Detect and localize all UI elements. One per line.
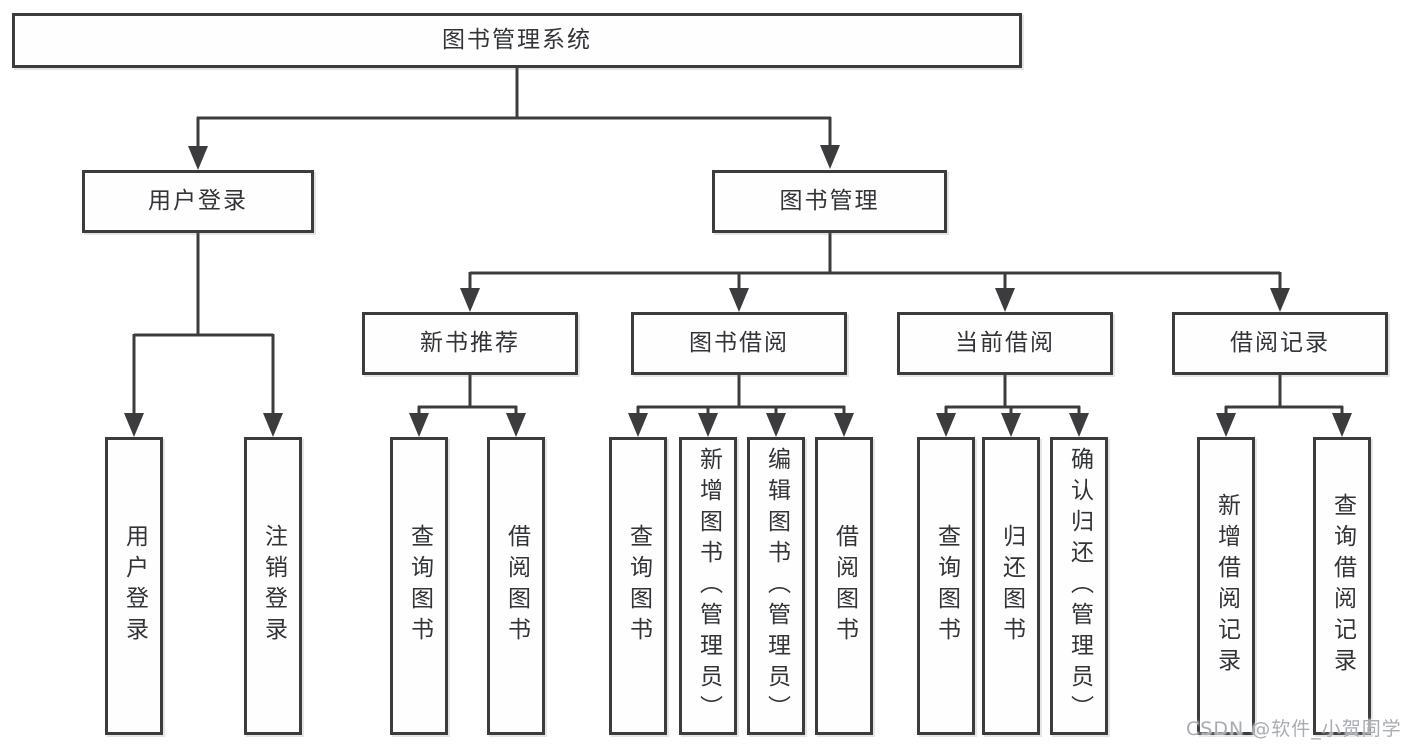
node-leaf-add-borrow-record-label: 新增借阅记录 (1213, 493, 1240, 679)
node-leaf-logout: 注销登录 (244, 437, 302, 735)
node-new-book-recommend-label: 新书推荐 (420, 330, 520, 356)
watermark: CSDN @软件_小贺同学 (1186, 718, 1402, 740)
node-current-borrow: 当前借阅 (897, 312, 1113, 375)
node-new-book-recommend: 新书推荐 (362, 312, 578, 375)
node-leaf-query-books-3-label: 查询图书 (933, 524, 960, 648)
node-current-borrow-label: 当前借阅 (955, 330, 1055, 356)
node-leaf-confirm-return-admin: 确认归还（管理员） (1050, 437, 1108, 735)
node-leaf-query-books-3: 查询图书 (917, 437, 975, 735)
node-leaf-user-login-label: 用户登录 (121, 524, 148, 648)
node-leaf-query-borrow-record-label: 查询借阅记录 (1329, 493, 1356, 679)
node-leaf-add-book-admin: 新增图书（管理员） (679, 437, 737, 735)
node-root-label: 图书管理系统 (442, 27, 592, 53)
node-user-login: 用户登录 (82, 170, 314, 233)
node-book-management-label: 图书管理 (779, 188, 880, 214)
node-leaf-query-borrow-record: 查询借阅记录 (1313, 437, 1371, 735)
node-leaf-query-books-2-label: 查询图书 (625, 524, 652, 648)
node-leaf-borrow-books-2: 借阅图书 (815, 437, 873, 735)
arrow-down-icons (124, 145, 1352, 437)
node-leaf-query-books-1: 查询图书 (390, 437, 448, 735)
node-root: 图书管理系统 (12, 13, 1022, 68)
node-borrow-records: 借阅记录 (1172, 312, 1388, 375)
node-leaf-borrow-books-1: 借阅图书 (487, 437, 545, 735)
node-leaf-edit-book-admin-label: 编辑图书（管理员） (763, 446, 790, 726)
node-leaf-add-borrow-record: 新增借阅记录 (1197, 437, 1255, 735)
node-leaf-return-book-label: 归还图书 (998, 524, 1025, 648)
node-book-borrow-label: 图书借阅 (689, 330, 789, 356)
node-borrow-records-label: 借阅记录 (1230, 330, 1330, 356)
node-book-borrow: 图书借阅 (631, 312, 847, 375)
node-leaf-return-book: 归还图书 (982, 437, 1040, 735)
node-leaf-confirm-return-admin-label: 确认归还（管理员） (1066, 446, 1093, 726)
node-leaf-edit-book-admin: 编辑图书（管理员） (747, 437, 805, 735)
node-book-management: 图书管理 (712, 170, 947, 233)
node-leaf-query-books-1-label: 查询图书 (406, 524, 433, 648)
node-leaf-logout-label: 注销登录 (260, 524, 287, 648)
node-leaf-add-book-admin-label: 新增图书（管理员） (695, 446, 722, 726)
node-leaf-borrow-books-1-label: 借阅图书 (503, 524, 530, 648)
node-leaf-user-login: 用户登录 (105, 437, 163, 735)
node-leaf-borrow-books-2-label: 借阅图书 (831, 524, 858, 648)
node-user-login-label: 用户登录 (148, 188, 248, 214)
node-leaf-query-books-2: 查询图书 (609, 437, 667, 735)
